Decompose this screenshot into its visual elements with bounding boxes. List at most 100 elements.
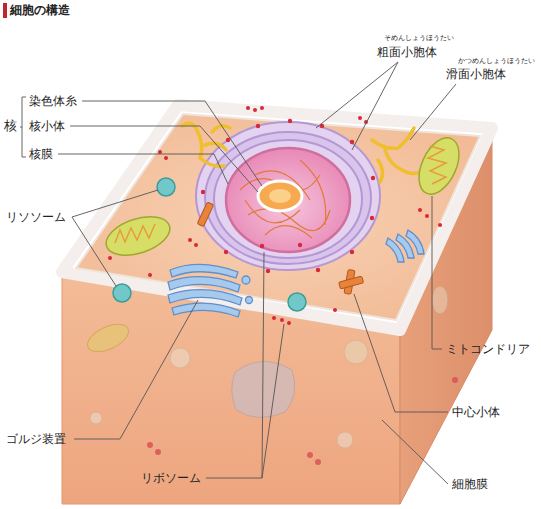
ribosome bbox=[253, 108, 257, 112]
golgi-cisterna bbox=[172, 303, 240, 317]
faded-ribosome bbox=[315, 459, 321, 465]
ribosome bbox=[298, 243, 302, 247]
leader-lines bbox=[20, 62, 456, 484]
centriole bbox=[197, 202, 363, 294]
ribosome bbox=[256, 124, 260, 128]
title-bar bbox=[3, 3, 7, 18]
part-label: リボソーム bbox=[141, 470, 201, 486]
mitochondrion bbox=[101, 132, 467, 263]
ribosome bbox=[260, 244, 264, 248]
diagram-title: 細胞の構造 bbox=[10, 2, 70, 18]
smooth-er bbox=[182, 123, 420, 182]
faded-ribosome bbox=[452, 377, 458, 383]
leader-line bbox=[74, 300, 198, 439]
mitochondrion-right bbox=[411, 132, 467, 201]
ribosome bbox=[108, 106, 442, 325]
faded-vesicle bbox=[344, 340, 368, 364]
ribosome bbox=[224, 250, 228, 254]
ribosome bbox=[316, 268, 320, 272]
nuclear-envelope bbox=[226, 148, 350, 252]
ribosome bbox=[438, 223, 442, 227]
ribosome bbox=[266, 269, 270, 273]
leader-line bbox=[410, 84, 456, 140]
part-label: ミトコンドリア bbox=[446, 341, 530, 357]
leader-line bbox=[72, 190, 158, 286]
part-label: 染色体糸 bbox=[29, 93, 77, 109]
lysosome bbox=[113, 178, 306, 311]
ribosome bbox=[358, 116, 362, 120]
er-layer bbox=[205, 132, 371, 264]
leader-line bbox=[70, 126, 258, 192]
er-layer bbox=[214, 140, 362, 258]
ribosome bbox=[246, 106, 250, 110]
ribosome bbox=[226, 138, 230, 142]
lysosome bbox=[288, 293, 306, 311]
faded-vesicle bbox=[432, 286, 448, 314]
nucleolus bbox=[258, 181, 302, 211]
ribosome bbox=[350, 250, 354, 254]
leader-line bbox=[432, 196, 442, 349]
group-label: 核 bbox=[4, 118, 17, 134]
ribosome bbox=[371, 176, 375, 180]
nucleus bbox=[226, 148, 350, 252]
ribosome bbox=[272, 316, 276, 320]
golgi-cisterna bbox=[170, 264, 238, 278]
lysosome bbox=[157, 178, 175, 196]
golgi-vesicle bbox=[246, 297, 253, 304]
leader-line bbox=[316, 62, 398, 150]
leader-line bbox=[354, 294, 448, 412]
ribosome bbox=[370, 216, 374, 220]
part-label: 核小体 bbox=[29, 118, 65, 134]
part-label: ゴルジ装置 bbox=[6, 431, 66, 447]
ribosome bbox=[280, 318, 284, 322]
membrane-rim bbox=[62, 105, 492, 330]
mitochondrion-left bbox=[101, 210, 174, 263]
faded-vesicle bbox=[337, 432, 353, 448]
cristae bbox=[115, 224, 155, 243]
ribosome bbox=[188, 238, 192, 242]
cristae bbox=[428, 146, 446, 184]
faded-vesicle bbox=[170, 348, 190, 368]
part-label: 滑面小胞体 bbox=[446, 66, 506, 82]
ribosome bbox=[418, 208, 422, 212]
part-label: 細胞膜 bbox=[452, 476, 488, 492]
golgi bbox=[168, 230, 424, 317]
ribosome bbox=[288, 119, 292, 123]
part-label: リソソーム bbox=[6, 209, 66, 225]
cell-box bbox=[62, 105, 492, 504]
rough-er bbox=[196, 122, 380, 270]
er-layer bbox=[196, 122, 380, 270]
faded-ribosome bbox=[147, 442, 153, 448]
ribosome bbox=[108, 256, 112, 260]
golgi-cisterna bbox=[406, 230, 424, 254]
faded-ribosome bbox=[155, 449, 161, 455]
ribosome bbox=[350, 140, 354, 144]
cytoplasm-top bbox=[76, 114, 480, 320]
faded-vesicle bbox=[90, 412, 102, 424]
leader-line bbox=[382, 420, 448, 484]
chromatin bbox=[240, 160, 330, 238]
leader-line bbox=[82, 101, 262, 186]
leader-line bbox=[206, 252, 284, 478]
part-label: 粗面小胞体 bbox=[377, 44, 437, 60]
nucleus-bracket bbox=[20, 97, 26, 157]
centriole bbox=[339, 276, 364, 289]
ribosome bbox=[194, 243, 198, 247]
ribosome bbox=[425, 214, 429, 218]
ribosome bbox=[333, 308, 337, 312]
part-label: 核膜 bbox=[29, 146, 53, 162]
golgi-vesicle bbox=[242, 276, 250, 284]
ribosome bbox=[201, 190, 205, 194]
ribosome bbox=[158, 150, 162, 154]
lysosome bbox=[113, 284, 131, 302]
part-label: 中心小体 bbox=[452, 404, 500, 420]
centriole bbox=[197, 202, 213, 227]
nucleolus-core bbox=[269, 189, 291, 203]
front-organelles bbox=[83, 286, 458, 465]
ribosome bbox=[164, 156, 168, 160]
ribosome bbox=[148, 273, 152, 277]
leader-line bbox=[58, 154, 228, 184]
furigana: そめんしょうほうたい bbox=[384, 34, 454, 43]
furigana: かつめんしょうほうたい bbox=[458, 57, 535, 66]
